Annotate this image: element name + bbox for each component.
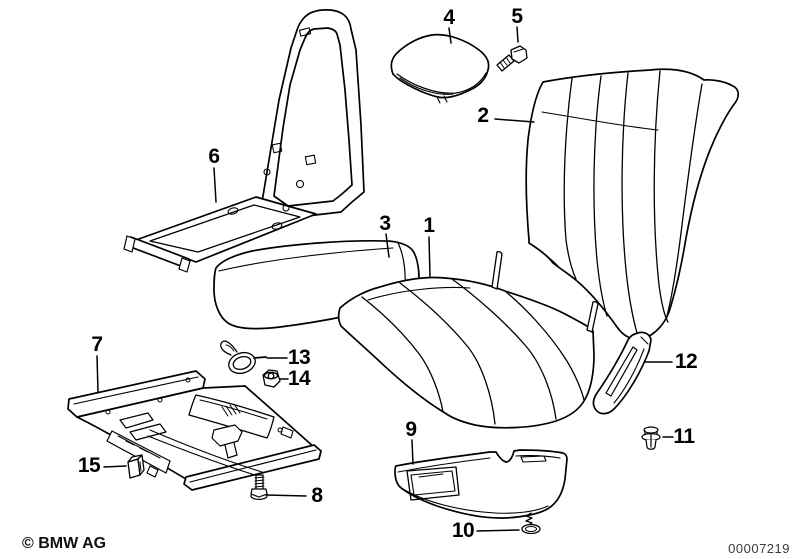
part-label-3: 3 [379,212,391,235]
part-label-4: 4 [443,6,455,29]
document-number: 00007219 [728,541,790,556]
part-14-nut-drawing [262,369,281,388]
part-label-6: 6 [208,145,220,168]
part-label-14: 14 [287,367,311,390]
part-label-7: 7 [91,333,103,356]
part-5-screw-drawing [496,45,528,72]
part-label-1: 1 [423,214,435,237]
part-1-seat-cushion-drawing [337,250,599,429]
part-7-seat-pan-drawing [67,370,322,491]
part-4-armrest-drawing [390,33,490,104]
part-label-2: 2 [477,104,489,127]
part-label-15: 15 [77,454,101,477]
part-label-13: 13 [287,346,311,369]
part-2-backrest-drawing [525,68,739,341]
part-label-12: 12 [674,350,698,373]
part-10-pin-drawing [521,512,541,535]
part-label-11: 11 [673,425,695,448]
part-label-8: 8 [311,484,323,507]
part-15-clip-drawing [127,454,145,479]
part-9-lower-trim-drawing [394,449,568,519]
part-13-clamp-drawing [220,340,267,375]
part-12-side-trim-drawing [592,331,652,415]
part-label-10: 10 [451,519,475,542]
part-11-clip-drawing [641,426,661,450]
bmw-copyright: © BMW AG [22,535,107,552]
part-6-frame-drawing [123,9,365,273]
part-label-9: 9 [405,418,417,441]
part-label-5: 5 [511,5,523,28]
part-8-screw-drawing [250,474,268,501]
leader-lines [96,26,674,532]
